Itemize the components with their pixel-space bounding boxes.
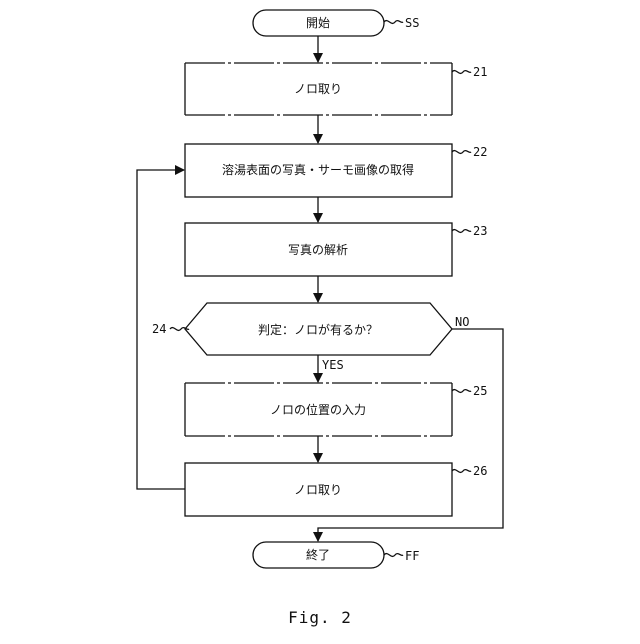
step-26-label: ノロ取り [294,483,342,497]
ref-22: 22 [473,145,487,159]
leader-26 [452,470,471,473]
ref-21: 21 [473,65,487,79]
leader-ff [384,554,403,557]
start-label: 開始 [306,16,330,30]
step-21-label: ノロ取り [294,82,342,96]
leader-22 [452,151,471,154]
ref-25: 25 [473,384,487,398]
yes-label: YES [322,358,344,372]
decision-24-label: 判定：ノロが有るか？ [258,322,378,337]
no-label: NO [455,315,469,329]
leader-21 [452,71,471,74]
leader-ss [384,21,403,24]
ref-ff: FF [405,549,419,563]
leader-25 [452,390,471,393]
ref-ss: SS [405,16,419,30]
ref-23: 23 [473,224,487,238]
step-25-label: ノロの位置の入力 [270,402,366,417]
ref-24: 24 [152,322,166,336]
leader-23 [452,230,471,233]
end-label: 終了 [306,547,330,562]
figure-caption: Fig. 2 [0,608,640,627]
step-22-label: 溶湯表面の写真・サーモ画像の取得 [222,162,414,177]
ref-26: 26 [473,464,487,478]
step-23-label: 写真の解析 [288,243,348,257]
no-branch-line [318,329,503,541]
